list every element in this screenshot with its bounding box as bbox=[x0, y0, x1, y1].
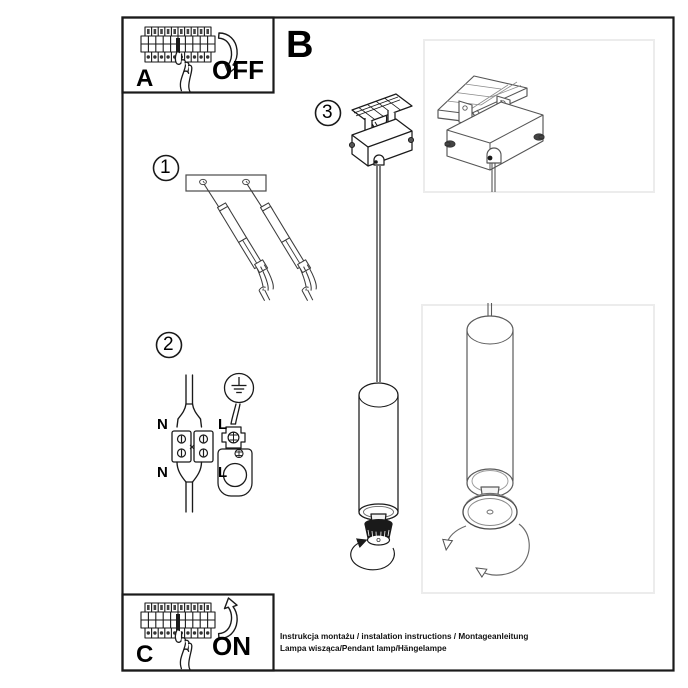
cable-lower bbox=[176, 461, 203, 513]
step-2-number: 2 bbox=[163, 334, 174, 355]
step-3-circle bbox=[314, 99, 342, 127]
panel-a-frame bbox=[121, 16, 275, 94]
screw-assembly-left bbox=[203, 183, 274, 302]
earth-lead-wire bbox=[230, 403, 241, 425]
section-b-label: B bbox=[286, 24, 314, 66]
hand-icon-c bbox=[174, 629, 193, 671]
terminal-label-n-top: N bbox=[157, 416, 168, 433]
terminal-label-l-top: L bbox=[218, 416, 228, 433]
pendant-lamp-center bbox=[358, 382, 399, 546]
terminal-block bbox=[171, 430, 214, 463]
arrow-on-icon bbox=[217, 597, 238, 640]
step-2-circle bbox=[155, 331, 183, 359]
panel-c-action-label: ON bbox=[212, 631, 251, 661]
arrow-off-icon bbox=[217, 32, 238, 75]
footer-line-2: Lampa wisząca/Pendant lamp/Hängelampe bbox=[280, 644, 447, 653]
screw-assembly-right bbox=[246, 183, 317, 302]
cable-upper bbox=[176, 374, 203, 428]
footer-line-1: Instrukcja montażu / instalation instruc… bbox=[280, 632, 529, 641]
step-3-number: 3 bbox=[322, 102, 333, 123]
panel-a-letter: A bbox=[136, 65, 154, 92]
terminal-label-l-bottom: L bbox=[218, 464, 228, 481]
hand-icon-a bbox=[174, 51, 193, 93]
earth-ground-symbol bbox=[223, 372, 255, 404]
detail-panel-ceiling-bracket bbox=[423, 39, 655, 193]
terminal-label-n-bottom: N bbox=[157, 464, 168, 481]
suspension-cable bbox=[376, 166, 381, 382]
panel-c-letter: C bbox=[136, 641, 154, 668]
detail-ceiling-bracket-graphic bbox=[437, 75, 545, 192]
outer-frame bbox=[121, 16, 675, 672]
step-1-circle bbox=[152, 154, 180, 182]
ceiling-attachment-graphic bbox=[348, 93, 415, 167]
detail-panel-lamp-head bbox=[421, 304, 655, 594]
rotation-arrows-detail bbox=[447, 523, 530, 575]
mounting-plate-graphic bbox=[185, 174, 267, 192]
panel-a-action-label: OFF bbox=[212, 55, 264, 85]
detail-lamp-head-graphic bbox=[462, 303, 518, 530]
earth-terminal-connector bbox=[217, 426, 253, 497]
step-1-number: 1 bbox=[160, 157, 171, 178]
rotation-arrow-center bbox=[350, 538, 395, 571]
